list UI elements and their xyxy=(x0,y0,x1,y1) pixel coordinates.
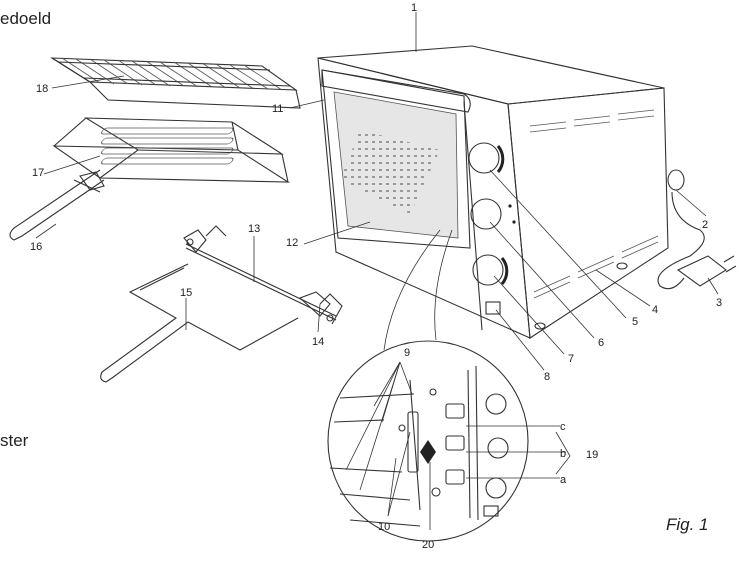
callout-20: 20 xyxy=(422,539,434,551)
callout-7: 7 xyxy=(568,353,574,365)
callout-c: c xyxy=(560,421,566,433)
baking-tray xyxy=(52,117,290,183)
edge-text-bottom-left: ster xyxy=(0,431,29,450)
callout-17: 17 xyxy=(32,167,44,179)
callout-labels: 1 2 3 4 5 6 7 8 9 10 11 12 13 14 15 16 1… xyxy=(30,2,722,551)
callout-10: 10 xyxy=(378,521,390,533)
oven-body xyxy=(317,45,669,339)
figure-caption: Fig. 1 xyxy=(666,515,709,534)
callout-11: 11 xyxy=(272,103,283,115)
callout-18: 18 xyxy=(36,83,48,95)
power-cord xyxy=(657,169,737,290)
tray-handle xyxy=(9,169,105,241)
callout-b: b xyxy=(560,448,566,460)
edge-text-top-left: edoeld xyxy=(0,9,51,28)
detail-magnifier xyxy=(327,229,529,542)
function-knob xyxy=(470,198,516,230)
callout-1: 1 xyxy=(411,2,417,14)
rotisserie-spit xyxy=(183,225,343,325)
callout-4: 4 xyxy=(652,304,658,316)
callout-16: 16 xyxy=(30,241,42,253)
callout-19: 19 xyxy=(586,449,598,461)
thermostat-knob xyxy=(468,142,505,174)
rotisserie-handle xyxy=(100,263,299,383)
callout-12: 12 xyxy=(286,237,298,249)
callout-2: 2 xyxy=(702,219,708,231)
magnified-interior xyxy=(329,365,509,527)
timer-knob xyxy=(472,254,509,286)
callout-8: 8 xyxy=(544,371,550,383)
wire-rack xyxy=(49,57,301,109)
callout-14: 14 xyxy=(312,336,324,348)
callout-5: 5 xyxy=(632,316,638,328)
callout-a: a xyxy=(560,474,567,486)
callout-13: 13 xyxy=(248,223,260,235)
callout-15: 15 xyxy=(180,287,192,299)
callout-6: 6 xyxy=(598,337,604,349)
indicator-light xyxy=(485,301,501,315)
leader-lines xyxy=(35,12,719,530)
callout-3: 3 xyxy=(716,297,722,309)
callout-9: 9 xyxy=(404,347,410,359)
